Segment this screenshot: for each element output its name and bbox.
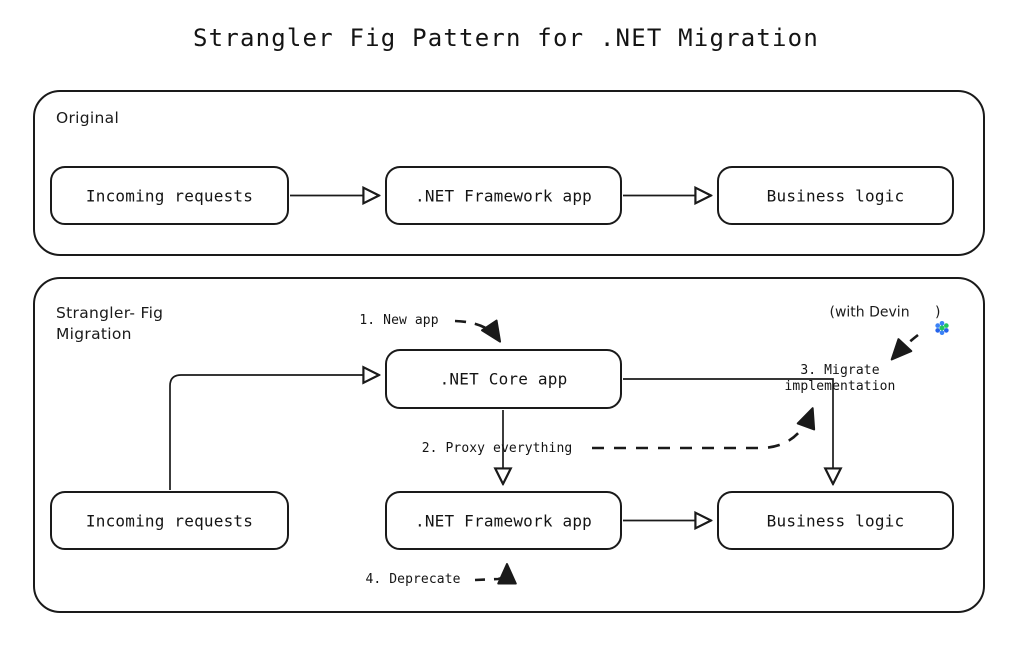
node-box-sf-incoming[interactable] [50, 491, 289, 550]
node-label-sf-core: .NET Core app [439, 369, 568, 389]
edge-step-3-dashed [890, 333, 919, 361]
panel-strangler [33, 277, 985, 613]
devin-flower-icon [916, 304, 949, 336]
edge-label-step-4: 4. Deprecate [365, 571, 461, 587]
edge-step-4-dashed [474, 563, 517, 585]
node-box-sf-core[interactable] [385, 349, 622, 409]
page-title: Strangler Fig Pattern for .NET Migration [193, 24, 819, 52]
edge-label-step-1: 1. New app [359, 312, 439, 328]
node-label-orig-incoming: Incoming requests [85, 186, 254, 206]
devin-annotation-suffix: ) [935, 304, 941, 320]
panel-original [33, 90, 985, 256]
node-label-orig-framework: .NET Framework app [415, 186, 592, 206]
panel-label-strangler: Strangler- Fig Migration [56, 304, 164, 343]
edge-label-step-2: 2. Proxy everything [421, 440, 573, 456]
node-box-orig-incoming[interactable] [50, 166, 289, 225]
node-box-orig-framework[interactable] [385, 166, 622, 225]
node-label-sf-incoming: Incoming requests [85, 511, 254, 530]
node-box-sf-business[interactable] [717, 491, 954, 550]
node-box-orig-business[interactable] [717, 166, 954, 225]
devin-annotation: (with Devin ) [829, 304, 949, 336]
node-label-orig-business: Business logic [766, 186, 905, 206]
node-box-sf-framework[interactable] [385, 491, 622, 550]
edge-step-1-dashed [454, 319, 502, 343]
edge-step-2-dashed [592, 407, 816, 450]
node-label-sf-framework: .NET Framework app [415, 511, 592, 530]
devin-annotation-prefix: (with Devin [829, 304, 915, 320]
edge-label-step-3: 3. Migrate implementation [784, 362, 896, 394]
node-label-sf-business: Business logic [766, 511, 905, 530]
edge-sf-incoming-to-core [169, 375, 379, 490]
edge-sf-core-to-business [623, 378, 833, 484]
panel-label-original: Original [56, 109, 120, 127]
